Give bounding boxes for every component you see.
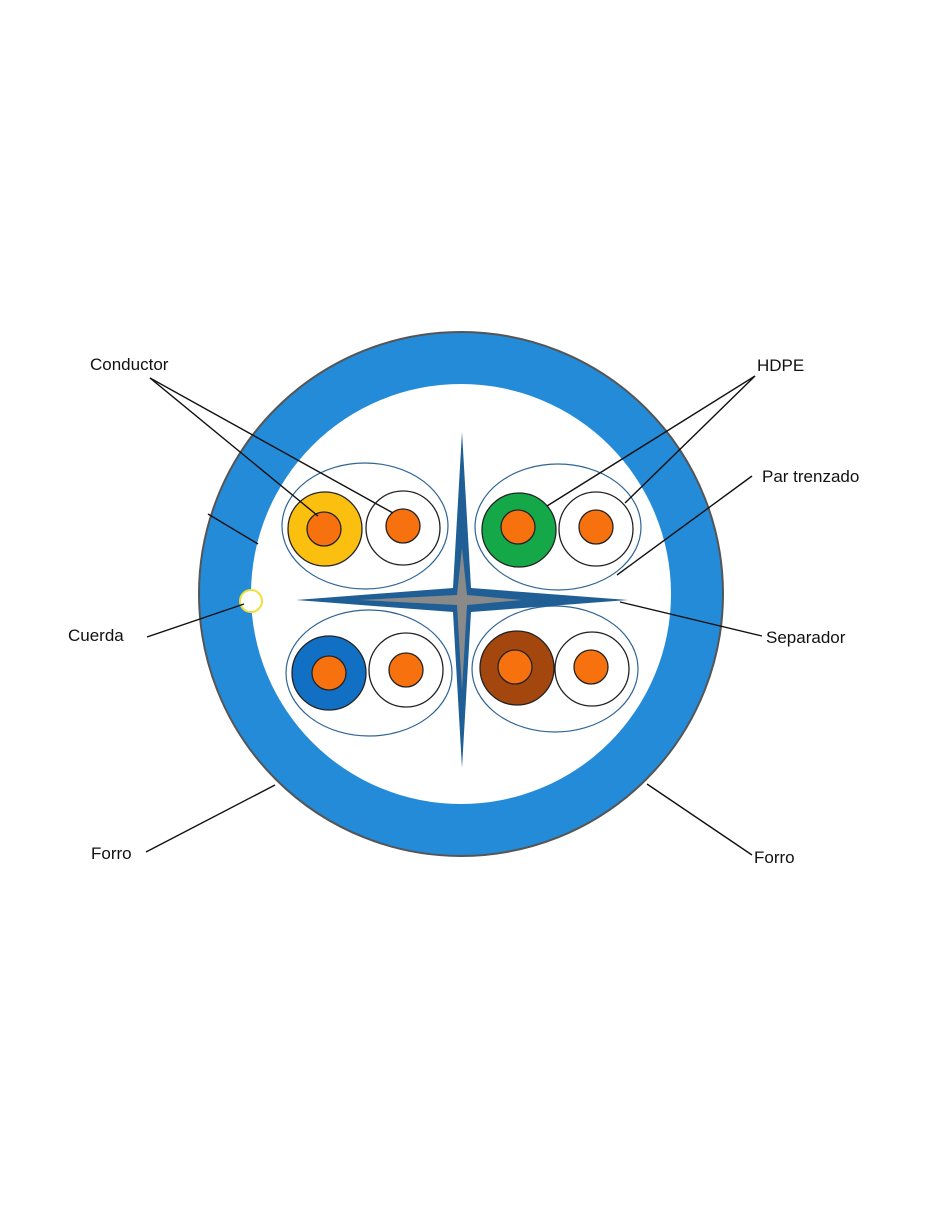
leader-par-trenzado [616, 475, 753, 576]
pair-brown [479, 630, 630, 707]
twisted-pair-outline-bottom-right [471, 605, 639, 733]
pair-orange [287, 490, 441, 567]
twisted-pair-outline-top-left [281, 462, 449, 590]
label-forro-left: Forro [91, 844, 132, 863]
conductor-core [497, 649, 533, 685]
conductor-core [578, 509, 614, 545]
conductor-core [500, 509, 536, 545]
leader-hdpe-2 [624, 375, 756, 504]
conductor-core [385, 508, 421, 544]
ripcord [239, 589, 263, 613]
label-hdpe: HDPE [757, 356, 804, 375]
conductor-core [388, 652, 424, 688]
label-par-trenzado: Par trenzado [762, 467, 859, 486]
label-forro-right: Forro [754, 848, 795, 867]
leader-lines [145, 375, 763, 856]
conductor-core [311, 655, 347, 691]
label-separador: Separador [766, 628, 846, 647]
leader-conductor-2 [149, 377, 394, 514]
conductor-core [306, 511, 342, 547]
label-conductor: Conductor [90, 355, 169, 374]
pair-blue [291, 632, 444, 711]
pair-green [481, 491, 634, 568]
leader-cuerda [146, 603, 245, 638]
separator-cross [296, 432, 628, 768]
leader-forro-left [145, 784, 276, 853]
conductor-core [573, 649, 609, 685]
twisted-pair-outline-bottom-left [285, 609, 453, 737]
leader-forro-right [646, 783, 753, 856]
leader-jacket-edge [207, 513, 259, 545]
label-cuerda: Cuerda [68, 626, 124, 645]
leader-separador [619, 601, 763, 637]
leader-hdpe-1 [546, 375, 756, 507]
twisted-pair-outline-top-right [474, 463, 642, 591]
leader-conductor-1 [149, 377, 319, 517]
